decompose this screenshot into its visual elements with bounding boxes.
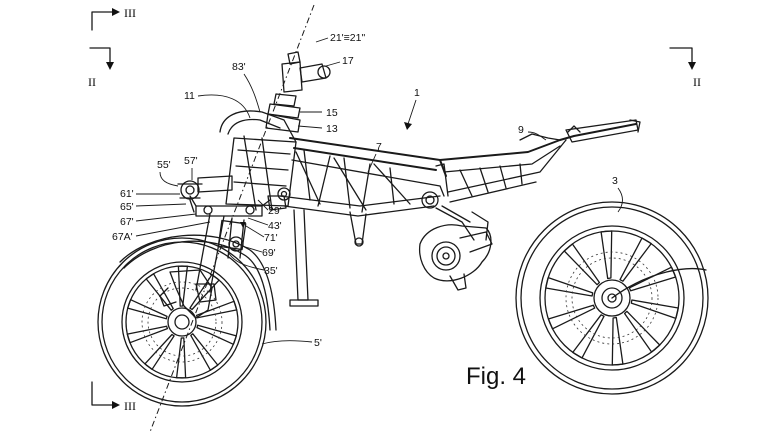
label-55p: 55': [157, 159, 171, 171]
label-7: 7: [376, 141, 382, 153]
section-mark-top-right: II: [669, 47, 701, 89]
wheel-spoke: [600, 230, 613, 280]
section-label-iii-bottom: III: [124, 399, 136, 413]
wheel-spoke: [189, 274, 220, 311]
steering-assembly: [177, 51, 331, 213]
wheel-spoke: [196, 324, 237, 345]
label-13: 13: [326, 123, 338, 135]
label-15: 15: [326, 107, 338, 119]
wheel-spoke: [175, 337, 187, 379]
wheel-spoke: [145, 273, 174, 311]
main-frame: [277, 119, 641, 247]
steering-axis-line: [149, 4, 315, 433]
wheel-spoke: [127, 299, 168, 320]
section-label-ii-left: II: [88, 75, 96, 89]
label-67ap: 67A': [112, 231, 133, 243]
label-67p: 67': [120, 216, 134, 228]
label-21: 21'≡21": [330, 32, 365, 44]
wheel-spoke: [611, 316, 624, 366]
stand-strut: [289, 209, 319, 307]
label-43p: 43': [268, 220, 282, 232]
rear-wheel: [515, 201, 709, 395]
label-9: 9: [518, 124, 524, 136]
label-3: 3: [612, 175, 618, 187]
section-label-iii-top: III: [124, 6, 136, 20]
wheel-spoke: [623, 310, 661, 353]
label-65p: 65': [120, 201, 134, 213]
label-17: 17: [342, 55, 354, 67]
label-5p: 5': [314, 337, 322, 349]
wheel-spoke: [126, 325, 169, 344]
label-11: 11: [184, 90, 195, 102]
wheel-spoke: [195, 300, 238, 319]
label-71p: 71': [264, 232, 278, 244]
label-61p: 61': [120, 188, 134, 200]
section-mark-bottom-left: III: [91, 381, 136, 413]
label-1: 1: [414, 87, 420, 99]
wheel-spoke: [144, 333, 175, 370]
wheel-spoke: [177, 265, 189, 307]
wheel-spoke: [190, 333, 219, 371]
label-35p: 35': [264, 265, 278, 277]
wheel-spoke: [572, 314, 605, 359]
label-29p: 29': [268, 205, 282, 217]
label-83p: 83': [232, 61, 246, 73]
reference-labels: 21'≡21" 17 83' 11 15 13 1 7 9 3 55' 57': [112, 32, 623, 349]
section-label-ii-right: II: [693, 75, 701, 89]
section-mark-top-left: III II: [88, 6, 136, 89]
swingarm-pivot: [418, 224, 493, 291]
label-57p: 57': [184, 155, 198, 167]
wheel-spoke: [619, 237, 652, 282]
figure-caption: Fig. 4: [466, 363, 526, 390]
wheel-spoke: [547, 304, 596, 330]
wheel-spoke: [630, 299, 679, 320]
wheel-spoke: [563, 243, 601, 286]
wheel-spoke: [628, 266, 677, 292]
wheel-spoke: [545, 276, 594, 297]
label-69p: 69': [262, 247, 276, 259]
